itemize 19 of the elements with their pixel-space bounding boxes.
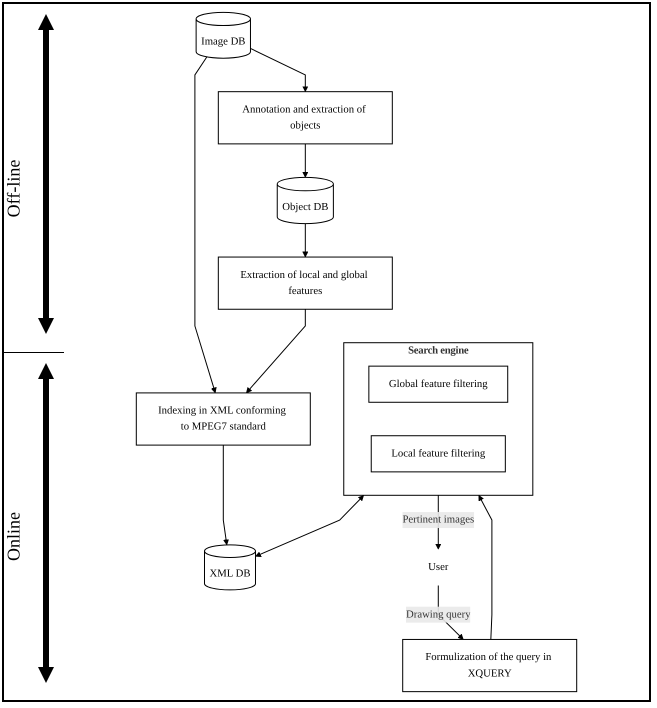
- arrow: [302, 224, 308, 258]
- arrow: [478, 495, 492, 640]
- node-box: Formulization of the query in XQUERY: [402, 638, 578, 692]
- node-box: Extraction of local and global features: [218, 256, 393, 310]
- arrow: [302, 144, 308, 178]
- node-box: Annotation and extraction of objects: [218, 91, 393, 144]
- arrow: [255, 495, 364, 557]
- section-label: Off-line: [4, 158, 24, 220]
- arrow: [250, 48, 308, 92]
- arrow: [222, 445, 229, 546]
- node-box: Local feature filtering: [370, 435, 506, 472]
- node-box: Indexing in XML conforming to MPEG7 standard: [136, 392, 311, 446]
- section-label: Online: [4, 511, 24, 564]
- node-text: User: [428, 561, 448, 573]
- edge-label: Pertinent images: [402, 514, 474, 526]
- edge-label: Drawing query: [406, 608, 471, 620]
- node-box: Global feature filtering: [368, 366, 508, 403]
- arrow: [194, 56, 217, 394]
- arrow: [246, 309, 306, 394]
